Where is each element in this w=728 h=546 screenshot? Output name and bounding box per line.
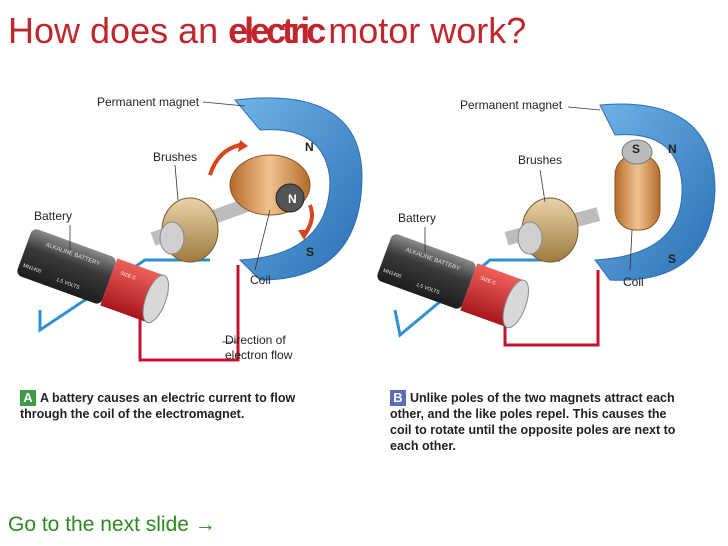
battery-size-b: SIZE C — [479, 275, 497, 286]
label-coil-a: Coil — [250, 273, 271, 287]
label-coil-b: Coil — [623, 275, 644, 289]
label-direction-line1: Direction of — [225, 333, 286, 347]
pole-s-b: S — [668, 252, 677, 266]
caption-a-line2: through the coil of the electromagnet. — [20, 407, 245, 421]
motor-diagram-figure: ALKALINE BATTERY MN1400 1.5 VOLTS SIZE C — [0, 80, 728, 500]
label-brushes-a: Brushes — [153, 150, 198, 164]
battery-size-a: SIZE C — [119, 270, 137, 281]
pole-n-b: N — [668, 142, 677, 156]
label-battery-b: Battery — [398, 211, 437, 225]
rotation-arrow-top-a — [208, 143, 241, 176]
label-battery-a: Battery — [34, 209, 73, 223]
permanent-magnet-b — [594, 103, 716, 281]
pole-n-coil-a: N — [288, 192, 297, 206]
caption-b: B Unlike poles of the two magnets attract… — [390, 390, 720, 454]
label-permanent-magnet-b: Permanent magnet — [460, 98, 563, 112]
label-brushes-b: Brushes — [518, 153, 563, 167]
caption-a-line1: A battery causes an electric current to … — [40, 391, 296, 405]
battery-b: ALKALINE BATTERY MN1400 1.5 VOLTS SIZE C — [377, 234, 529, 329]
caption-b-line2: other, and the like poles repel. This ca… — [390, 407, 667, 421]
title-suffix: motor work? — [328, 10, 527, 51]
label-direction-line2: electron flow — [225, 348, 293, 362]
panel-b-diagram: ALKALINE BATTERY MN1400 1.5 VOLTS SIZE C — [377, 103, 716, 347]
pole-s-coil-b: S — [632, 142, 641, 156]
battery-a: ALKALINE BATTERY MN1400 1.5 VOLTS SIZE C — [17, 229, 169, 324]
caption-b-line1: Unlike poles of the two magnets attract … — [410, 391, 675, 405]
permanent-magnet-a — [234, 97, 363, 281]
caption-b-line3: coil to rotate until the opposite poles … — [390, 423, 676, 437]
wire-red-b — [503, 270, 600, 347]
title-prefix: How does an — [8, 10, 229, 51]
wire-red-a — [138, 265, 240, 362]
caption-a: A A battery causes an electric current to… — [20, 390, 340, 422]
pole-n-top-a: N — [305, 140, 314, 154]
coil-b — [614, 154, 661, 231]
pole-s-a: S — [306, 245, 315, 259]
label-permanent-magnet-a: Permanent magnet — [97, 95, 200, 109]
caption-b-line4: each other. — [390, 439, 456, 453]
motor-diagram-svg: ALKALINE BATTERY MN1400 1.5 VOLTS SIZE C — [17, 97, 716, 362]
title-keyword: electric — [228, 10, 326, 51]
panel-a-diagram: ALKALINE BATTERY MN1400 1.5 VOLTS SIZE C — [17, 97, 363, 362]
next-slide-link[interactable]: Go to the next slide → — [8, 513, 216, 536]
badge-a: A — [20, 390, 36, 406]
badge-b: B — [390, 390, 406, 406]
